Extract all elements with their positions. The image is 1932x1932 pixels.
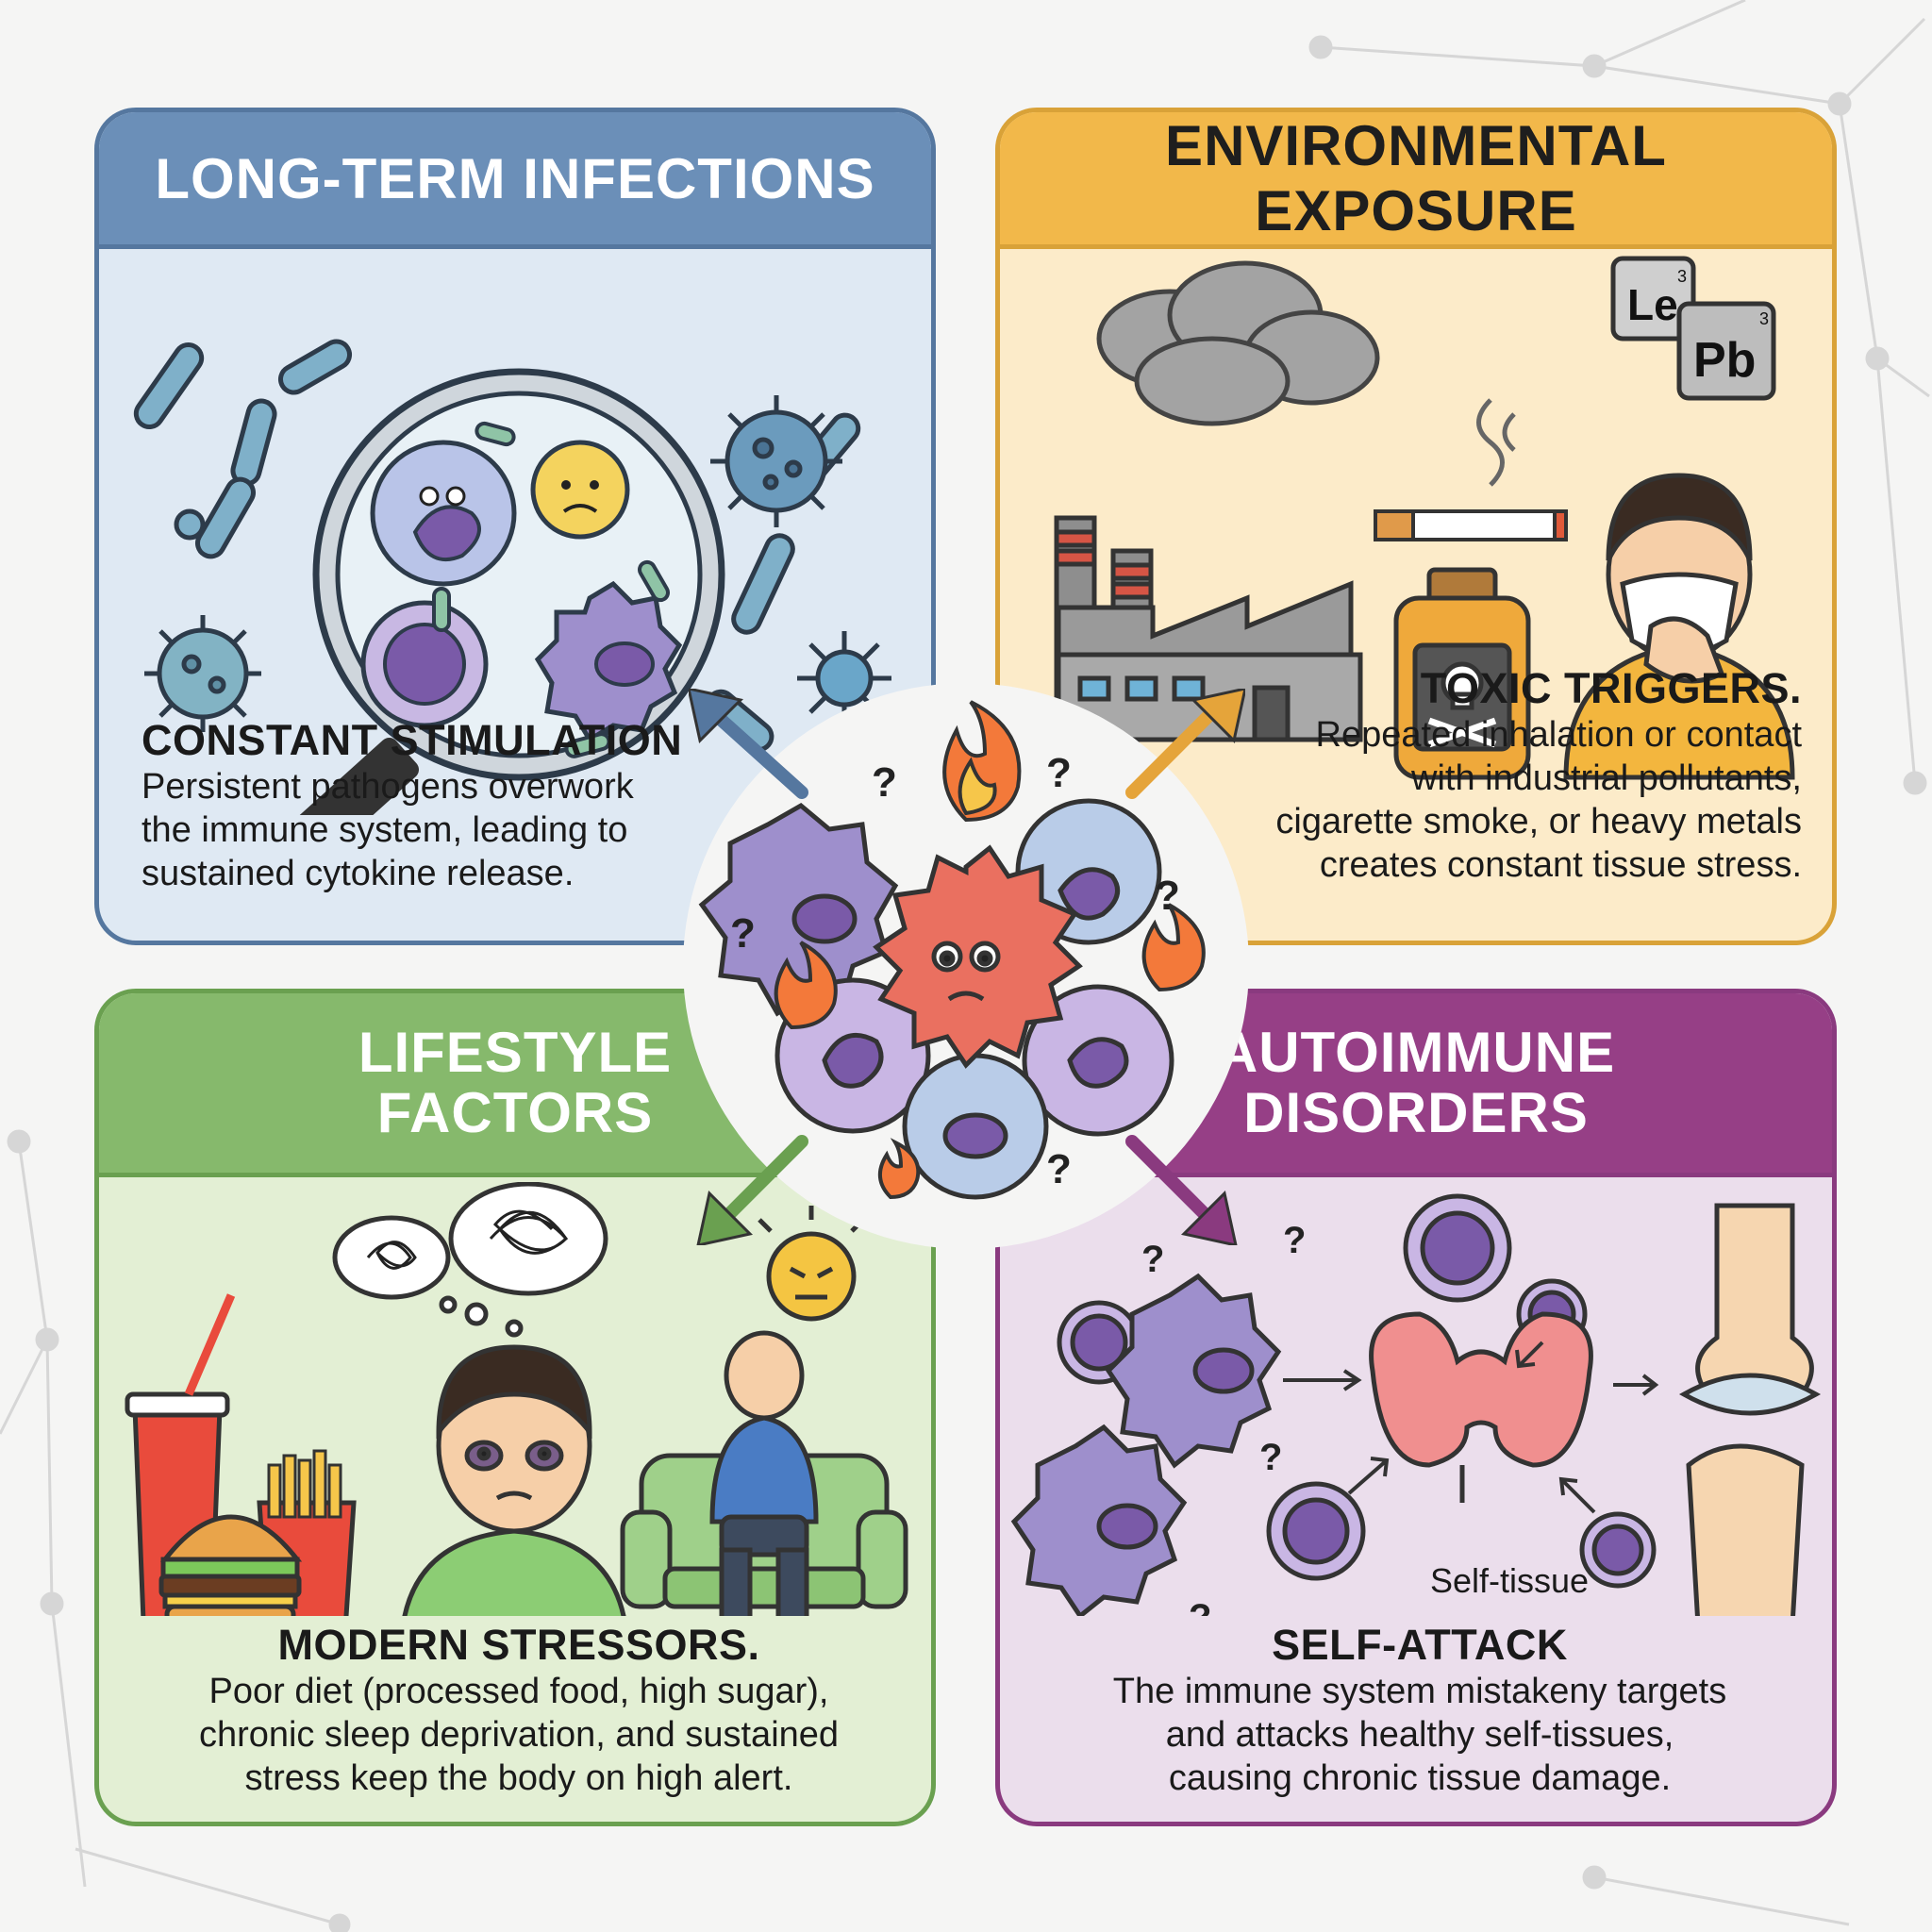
panel-body-line: with industrial pollutants,: [1411, 758, 1802, 798]
question-mark: ?: [730, 910, 756, 957]
panel-environmental-exposure: ENVIRONMENTAL EXPOSURE: [995, 108, 1837, 945]
factory-icon: [1054, 515, 1363, 742]
panel-body-line: Poor diet (processed food, high sugar),: [208, 1672, 829, 1711]
thyroid-icon: [1369, 1311, 1593, 1468]
panel-body-line: cigarette smoke, or heavy metals: [1275, 802, 1802, 841]
autoimmune-illustration: ????: [1010, 1193, 1822, 1616]
lifestyle-illustration: [125, 1182, 908, 1616]
svg-text:?: ?: [1283, 1220, 1306, 1261]
panel-title-line: DISORDERS: [1243, 1081, 1589, 1144]
tile-superscript: 3: [1759, 309, 1769, 328]
masked-person-icon: [1563, 473, 1795, 780]
tissue-label-box: Self-tissue: [1368, 1559, 1651, 1603]
question-mark: ?: [1046, 1146, 1072, 1192]
panel-subtitle: CONSTANT STIMULATION: [142, 716, 683, 764]
question-marks: ????: [1141, 1220, 1306, 1616]
smoke-cloud-icon: [1096, 260, 1380, 426]
self-tissue-label: Self-tissue: [1429, 1561, 1590, 1600]
heavy-metal-tiles-icon: [1610, 256, 1776, 401]
flame-icon: [774, 700, 1206, 1200]
panel-arrows: [689, 689, 1245, 1245]
thought-bubble-icon: [332, 1182, 608, 1338]
panel-body-line: creates constant tissue stress.: [1319, 845, 1802, 885]
question-mark: ?: [1155, 873, 1180, 919]
question-mark: ?: [1046, 750, 1072, 796]
autoimmune-text: SELF-ATTACK The immune system mistakeny …: [1028, 1621, 1811, 1800]
panel-body-line: Repeated inhalation or contact: [1315, 715, 1802, 755]
panel-subtitle: TOXIC TRIGGERS.: [1420, 664, 1802, 712]
panel-body-line: The immune system mistakeny targets: [1112, 1672, 1727, 1711]
panel-autoimmune-disorders: AUTOIMMUNE DISORDERS: [995, 989, 1837, 1826]
panel-long-term-infections: LONG-TERM INFECTIONS: [94, 108, 936, 945]
svg-text:?: ?: [1259, 1437, 1282, 1478]
panel-body-line: Persistent pathogens overwork: [142, 767, 634, 807]
panel-title-line: AUTOIMMUNE: [1216, 1021, 1616, 1084]
panel-title: ENVIRONMENTAL EXPOSURE: [1000, 112, 1832, 249]
cigarette-icon: [1374, 398, 1568, 541]
panel-body-line: sustained cytokine release.: [142, 854, 575, 893]
tile-superscript: 3: [1677, 267, 1687, 286]
pathogen-magnifier-illustration: [133, 339, 891, 815]
svg-text:?: ?: [1189, 1597, 1211, 1616]
environment-text: TOXIC TRIGGERS. Repeated inhalation or c…: [1189, 664, 1802, 887]
knee-joint-icon: [1678, 1203, 1822, 1616]
poison-bottle-icon: [1393, 567, 1531, 780]
magnifier-icon: [288, 368, 725, 815]
couch-potato-icon: [620, 1330, 908, 1616]
panel-subtitle: SELF-ATTACK: [1272, 1621, 1568, 1669]
lifestyle-text: MODERN STRESSORS. Poor diet (processed f…: [127, 1621, 910, 1800]
panel-subtitle: MODERN STRESSORS.: [277, 1621, 760, 1669]
panel-title-line: FACTORS: [376, 1081, 654, 1144]
panel-title-line: LIFESTYLE: [358, 1021, 673, 1084]
tired-person-icon: [402, 1344, 626, 1616]
inflammation-cluster-illustration: ? ? ? ? ?: [698, 700, 1206, 1200]
arrow-to-environment: [1125, 701, 1224, 799]
panel-body-line: causing chronic tissue damage.: [1168, 1758, 1672, 1798]
question-mark: ?: [872, 759, 897, 806]
svg-text:?: ?: [1141, 1239, 1164, 1280]
panel-body-line: stress keep the body on high alert.: [244, 1758, 793, 1798]
panel-body-line: and attacks healthy self-tissues,: [1165, 1715, 1674, 1755]
arrow-to-infections: [701, 701, 808, 799]
arrow-to-lifestyle: [710, 1135, 808, 1233]
fast-food-icon: [125, 1293, 357, 1616]
infections-text: CONSTANT STIMULATION Persistent pathogen…: [142, 716, 877, 895]
pollution-illustration: Le 3 Pb 3: [1054, 256, 1795, 780]
panel-body-line: the immune system, leading to: [142, 810, 628, 850]
panel-body-line: chronic sleep deprivation, and sustained: [198, 1715, 840, 1755]
element-tile-le: Le: [1627, 280, 1678, 329]
panel-title: LONG-TERM INFECTIONS: [99, 112, 931, 249]
virus-icon: [144, 395, 891, 732]
element-tile-pb: Pb: [1693, 333, 1756, 388]
arrow-to-autoimmune: [1125, 1135, 1224, 1233]
